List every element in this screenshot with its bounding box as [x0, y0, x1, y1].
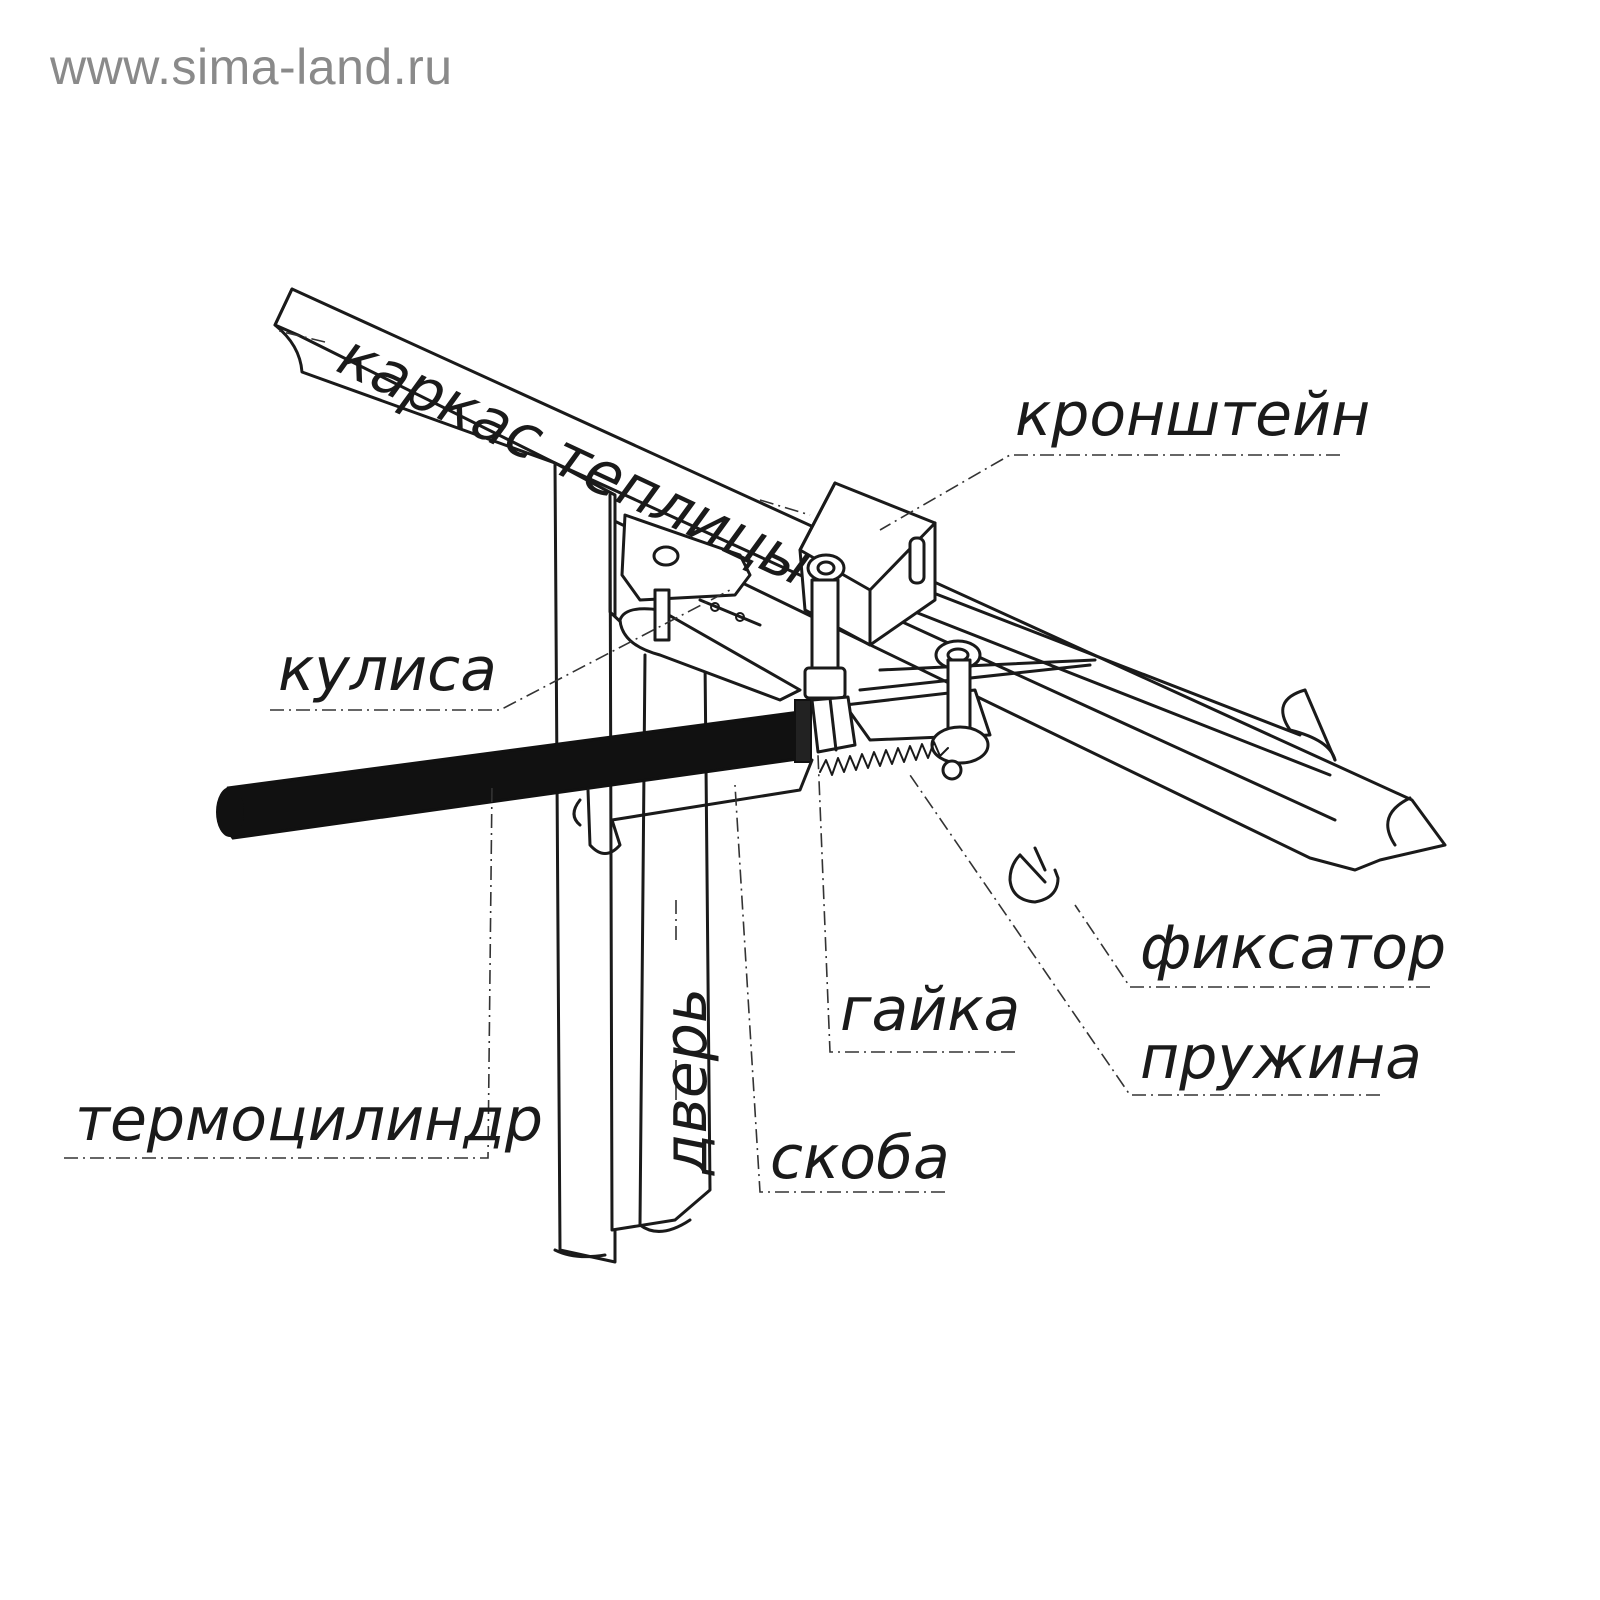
label-bracket: кронштейн [1015, 380, 1370, 450]
label-clamp: скоба [770, 1123, 950, 1193]
label-nut: гайка [840, 975, 1020, 1045]
frame-post [553, 461, 617, 1264]
label-rocker: кулиса [278, 635, 497, 705]
label-door: дверь [651, 988, 721, 1176]
leader-lines [64, 329, 1430, 1193]
spring [819, 741, 963, 781]
nut [810, 695, 857, 754]
label-fixator: фиксатор [1140, 913, 1446, 983]
bracket [798, 481, 937, 700]
fixator [1008, 846, 1060, 904]
label-thermocylinder: термоцилиндр [75, 1085, 543, 1155]
clamp [572, 758, 814, 855]
label-spring: пружина [1140, 1023, 1422, 1093]
lever [843, 639, 1097, 765]
rocker [618, 513, 802, 702]
site-watermark: www.sima-land.ru [50, 39, 453, 95]
thermocylinder [216, 699, 812, 840]
